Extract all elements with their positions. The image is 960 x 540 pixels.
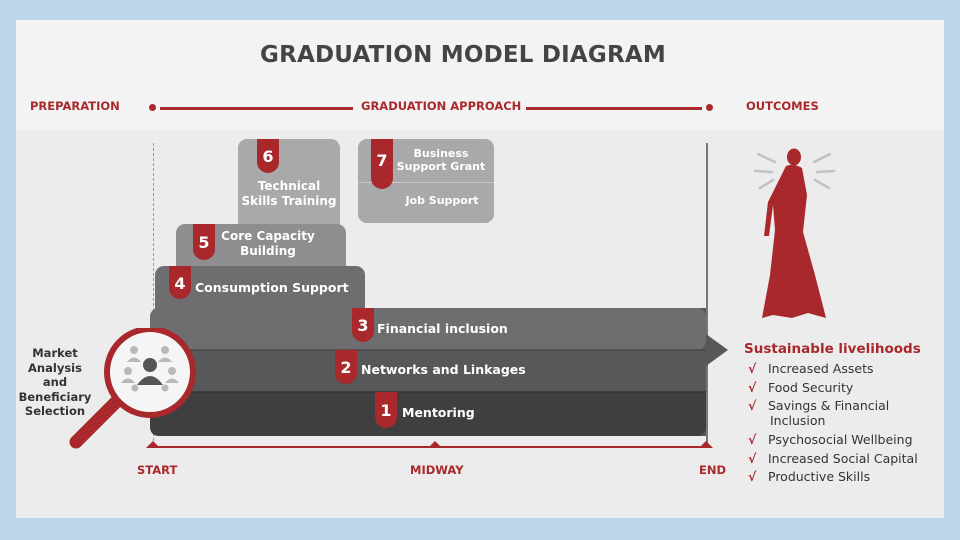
step-2-number: 2 [335,350,357,384]
list-item: √Psychosocial Wellbeing [748,432,918,447]
check-icon: √ [748,469,756,484]
check-icon: √ [748,380,756,395]
axis-label-midway: MIDWAY [410,463,464,477]
woman-figure-icon [748,143,840,325]
outcomes-list: √Increased Assets √Food Security √Saving… [748,361,918,488]
start-marker [146,441,160,448]
check-icon: √ [748,451,756,466]
axis-label-end: END [699,463,726,477]
list-item: √Productive Skills [748,469,918,484]
check-icon: √ [748,432,756,447]
step-3-number: 3 [352,308,374,342]
step-3-label: Financial inclusion [377,321,508,336]
list-item: √Food Security [748,380,918,395]
list-item: √Increased Assets [748,361,918,376]
check-icon: √ [748,398,756,413]
check-icon: √ [748,361,756,376]
list-item: √Increased Social Capital [748,451,918,466]
step-1-label: Mentoring [402,405,475,420]
end-marker [699,441,713,448]
step-2-label: Networks and Linkages [361,362,526,377]
midway-marker [428,441,442,448]
sustainable-livelihoods-title: Sustainable livelihoods [744,341,921,357]
step-1-number: 1 [375,392,397,428]
axis-label-start: START [137,463,177,477]
